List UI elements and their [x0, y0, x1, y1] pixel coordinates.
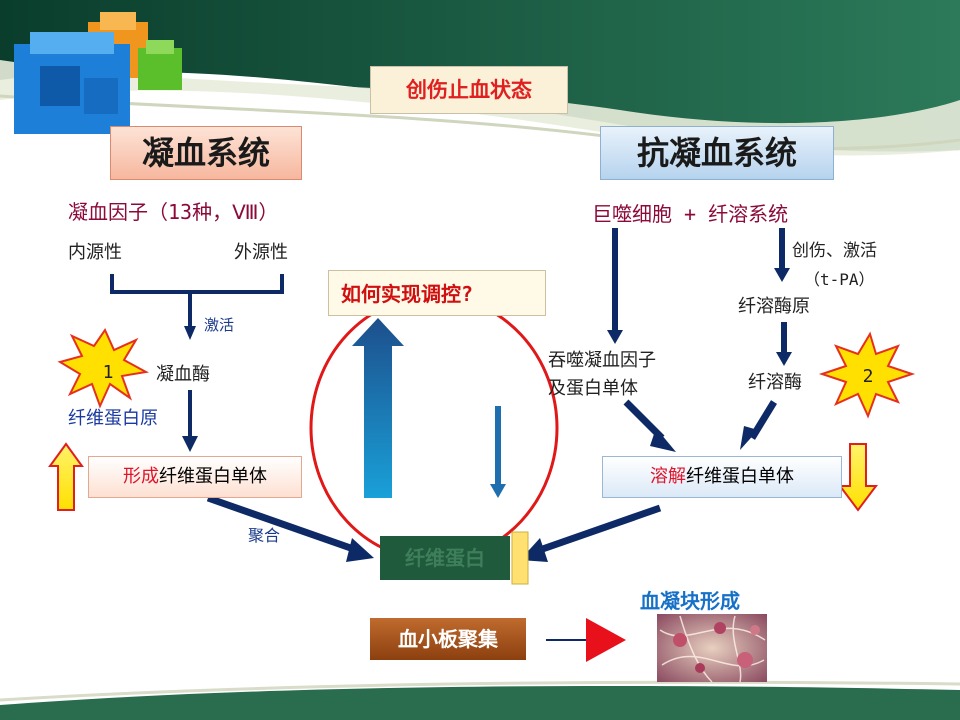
phagocytosis-line-2: 及蛋白单体: [548, 378, 638, 399]
dissolution-label: 溶解: [650, 466, 686, 487]
coagulation-system-title: 凝血系统: [110, 126, 302, 180]
tpa-label: （t-PA）: [804, 270, 875, 289]
plasminogen-label: 纤溶酶原: [738, 296, 810, 317]
increase-arrow-icon: [48, 442, 84, 511]
blood-clot-image: [657, 614, 767, 683]
star-2-label: 2: [862, 366, 874, 387]
anticoagulation-system-title: 抗凝血系统: [600, 126, 834, 180]
cube-logo-icon: [14, 12, 182, 134]
fibrinogen-label: 纤维蛋白原: [68, 408, 158, 429]
formation-label: 形成: [123, 466, 159, 487]
activate-label: 激活: [204, 316, 235, 334]
macrophage-fibrinolysis-label: 巨噬细胞 + 纤溶系统: [592, 202, 789, 226]
intrinsic-label: 内源性: [68, 242, 122, 263]
thrombin-label: 凝血酶: [156, 364, 210, 385]
extrinsic-label: 外源性: [234, 242, 288, 263]
clot-formation-label: 血凝块形成: [640, 589, 740, 613]
polymerize-label: 聚合: [248, 526, 281, 545]
fibrin-monomer-label: 纤维蛋白单体: [159, 466, 267, 487]
platelet-aggregation-box: 血小板聚集: [370, 618, 526, 660]
starburst-1-icon: [57, 327, 150, 409]
star-1-label: 1: [102, 362, 114, 383]
phagocytosis-line-1: 吞噬凝血因子: [548, 350, 656, 371]
starburst-2-icon: [818, 331, 916, 419]
plasmin-label: 纤溶酶: [748, 372, 802, 393]
fibrin-monomer-label-right: 纤维蛋白单体: [686, 466, 794, 487]
regulation-question-box: 如何实现调控?: [328, 270, 546, 316]
fibrin-monomer-dissolution-box: 溶解纤维蛋白单体: [602, 456, 842, 498]
trauma-activate-label: 创伤、激活: [792, 241, 877, 261]
decrease-arrow-icon: [838, 443, 878, 512]
fibrin-box: 纤维蛋白: [380, 536, 510, 580]
page-title: 创伤止血状态: [370, 66, 568, 114]
coagulation-factors-label: 凝血因子（13种，Ⅷ）: [68, 200, 279, 224]
fibrin-monomer-formation-box: 形成纤维蛋白单体: [88, 456, 302, 498]
